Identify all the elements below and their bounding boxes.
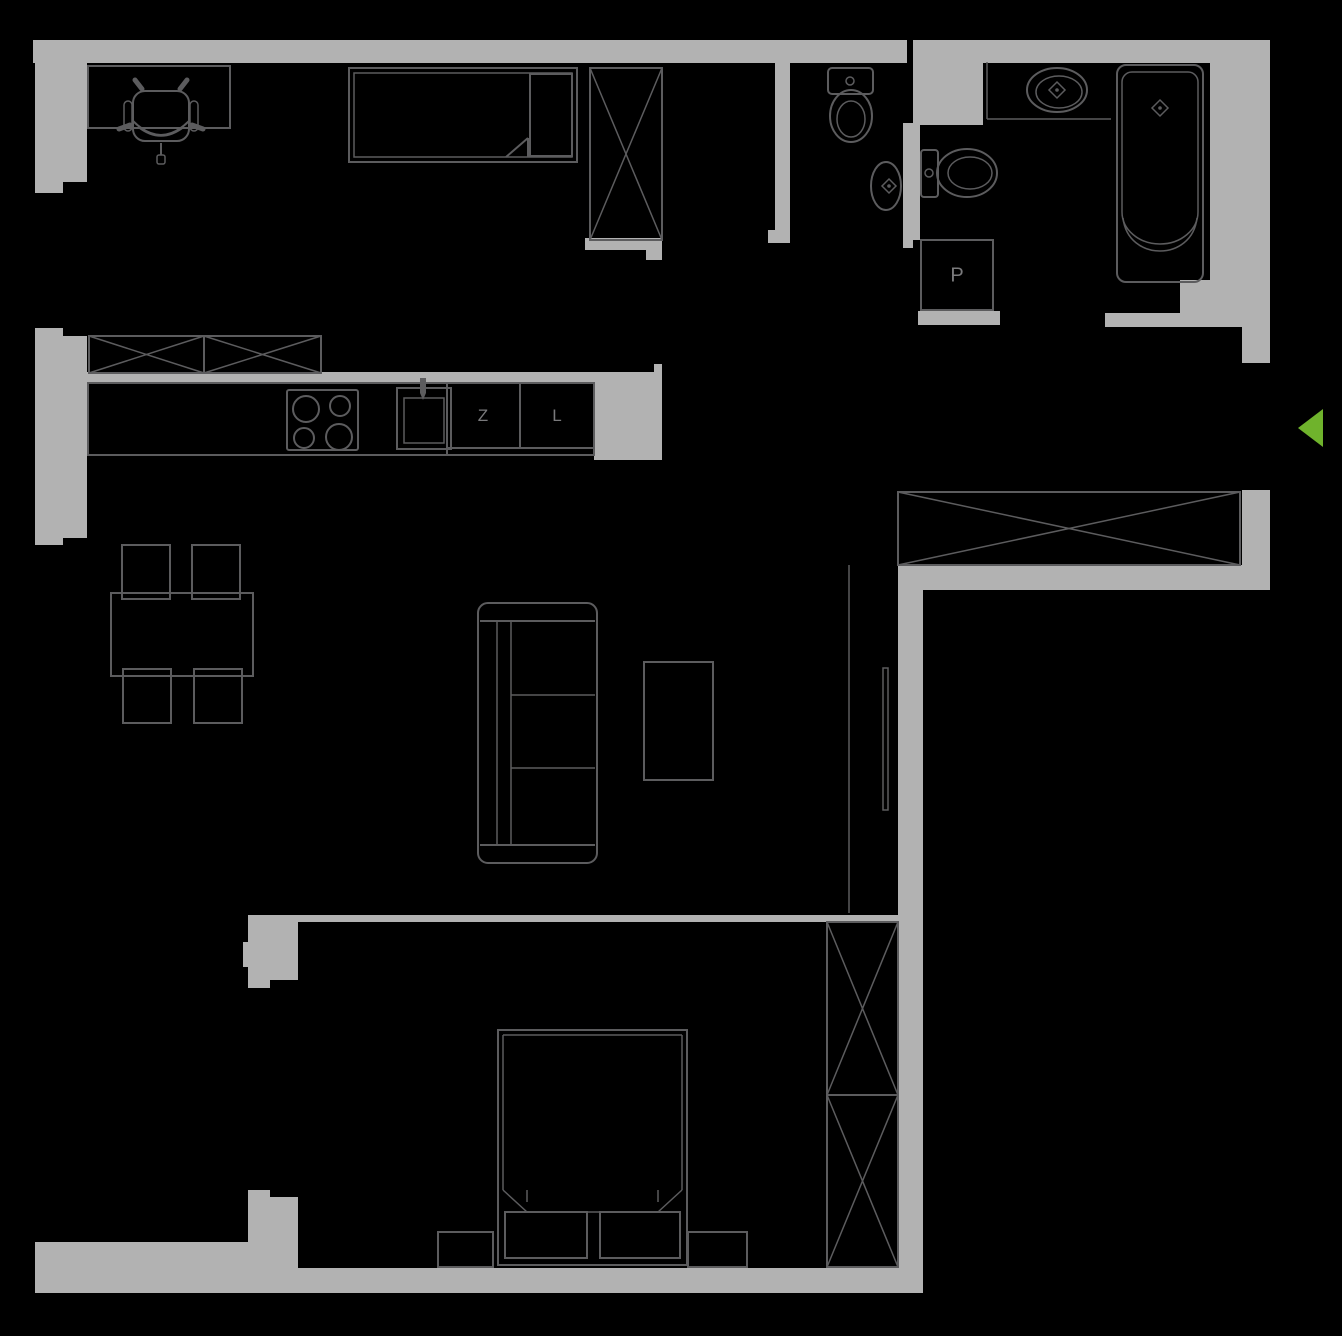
- stove: [286, 389, 359, 451]
- wall-segment: [1105, 313, 1243, 327]
- wall-segment: [918, 311, 1000, 325]
- bathtub: [1116, 64, 1204, 283]
- wall-segment: [898, 565, 1270, 590]
- wall-segment: [35, 1242, 298, 1293]
- toilet-bathroom: [920, 148, 998, 198]
- entrance-arrow-icon: [1298, 409, 1323, 447]
- wall-segment: [903, 240, 913, 248]
- wall-segment: [87, 372, 594, 383]
- desk: [87, 65, 231, 129]
- wall-segment: [654, 364, 662, 372]
- wall-segment: [1180, 280, 1210, 313]
- toilet-wc: [827, 67, 874, 143]
- coffee-table: [643, 661, 714, 781]
- label-kitchen-fridge-unit: L: [552, 406, 562, 425]
- wall-segment: [248, 915, 298, 988]
- washing-machine: [920, 239, 994, 311]
- wall-segment: [35, 328, 87, 545]
- wall-segment: [298, 1268, 923, 1293]
- wall-segment: [898, 565, 923, 1293]
- wall-segment: [768, 230, 775, 243]
- washbasin-wc: [870, 161, 902, 211]
- wall-segment: [646, 250, 662, 260]
- wall-segment: [33, 40, 907, 63]
- sofa: [477, 602, 598, 864]
- wall-segment: [903, 123, 920, 240]
- wardrobe-bedroom1: [589, 67, 663, 241]
- wall-segment: [913, 62, 983, 125]
- wall-segment: [248, 1190, 298, 1242]
- wall-segment: [1242, 325, 1270, 363]
- wall-segment: [594, 372, 662, 460]
- dining-chairs: [121, 544, 243, 724]
- kitchen-counter: [87, 382, 595, 456]
- wardrobe-bedroom2: [826, 921, 899, 1268]
- wall-segment: [1210, 55, 1270, 325]
- single-bed: [348, 67, 578, 163]
- wall-segment: [775, 63, 790, 243]
- nightstands: [437, 1231, 748, 1268]
- wall-segment: [35, 41, 87, 193]
- wall-segment: [913, 40, 1270, 63]
- kitchen-upper-cabinet: [88, 335, 322, 374]
- bathroom-sink: [986, 62, 1111, 120]
- office-chair: [116, 77, 206, 165]
- pillows: [504, 1211, 681, 1259]
- double-bed: [497, 1029, 688, 1266]
- hall-wardrobe: [897, 491, 1241, 566]
- kitchen-sink: [396, 378, 452, 450]
- walls: [33, 40, 1270, 1293]
- mirror: [882, 667, 889, 811]
- dining-table: [110, 592, 254, 677]
- label-kitchen-sink-unit: Z: [477, 406, 489, 425]
- label-washing-machine: P: [950, 264, 964, 287]
- wall-segment: [298, 915, 898, 922]
- wall-segment: [243, 942, 248, 967]
